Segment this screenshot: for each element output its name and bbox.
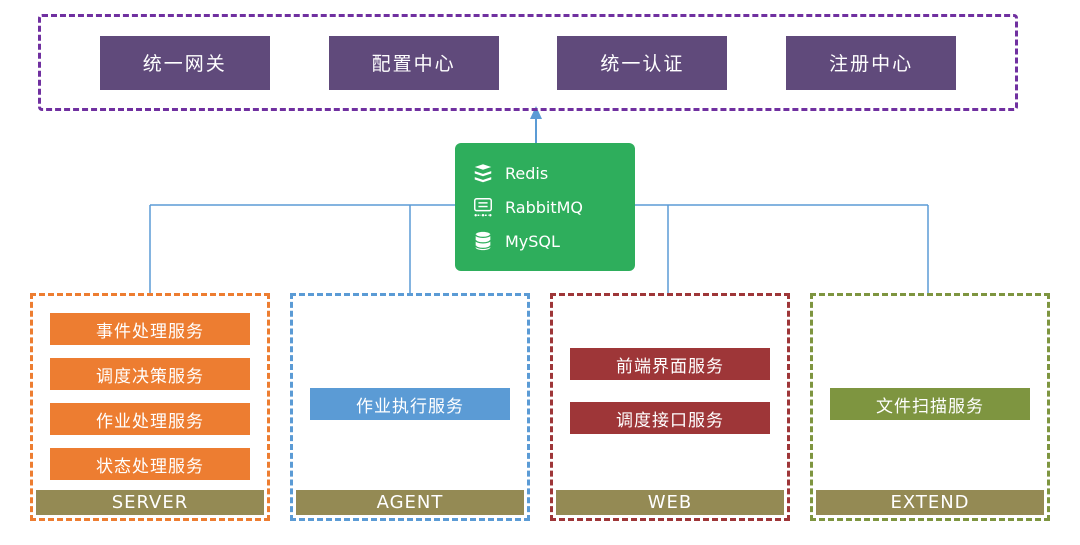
redis-icon	[471, 161, 495, 185]
middleware-box: Redis RabbitMQ	[455, 143, 635, 271]
middleware-label: RabbitMQ	[505, 197, 583, 217]
rabbitmq-icon	[471, 195, 495, 219]
middleware-label: Redis	[505, 163, 549, 183]
group-label-agent: AGENT	[296, 490, 524, 515]
group-label-extend: EXTEND	[816, 490, 1044, 515]
service-box: 调度接口服务	[570, 402, 770, 434]
service-box: 状态处理服务	[50, 448, 250, 480]
middleware-item-redis: Redis	[471, 161, 635, 185]
service-box: 事件处理服务	[50, 313, 250, 345]
service-box: 调度决策服务	[50, 358, 250, 390]
service-box: 文件扫描服务	[830, 388, 1030, 420]
middleware-item-rabbitmq: RabbitMQ	[471, 195, 635, 219]
service-box: 作业执行服务	[310, 388, 510, 420]
service-box: 前端界面服务	[570, 348, 770, 380]
mysql-icon	[471, 229, 495, 253]
middleware-label: MySQL	[505, 231, 560, 251]
group-extend: 文件扫描服务 EXTEND	[810, 293, 1050, 521]
service-box: 作业处理服务	[50, 403, 250, 435]
group-agent: 作业执行服务 AGENT	[290, 293, 530, 521]
up-arrow-icon	[530, 106, 542, 119]
group-server: 事件处理服务 调度决策服务 作业处理服务 状态处理服务 SERVER	[30, 293, 270, 521]
registry-box: 注册中心	[786, 35, 957, 90]
group-web: 前端界面服务 调度接口服务 WEB	[550, 293, 790, 521]
group-label-web: WEB	[556, 490, 784, 515]
config-center-box: 配置中心	[328, 35, 499, 90]
platform-services-panel: 统一网关 配置中心 统一认证 注册中心	[38, 14, 1018, 111]
auth-box: 统一认证	[557, 35, 728, 90]
gateway-box: 统一网关	[99, 35, 270, 90]
middleware-item-mysql: MySQL	[471, 229, 635, 253]
group-label-server: SERVER	[36, 490, 264, 515]
